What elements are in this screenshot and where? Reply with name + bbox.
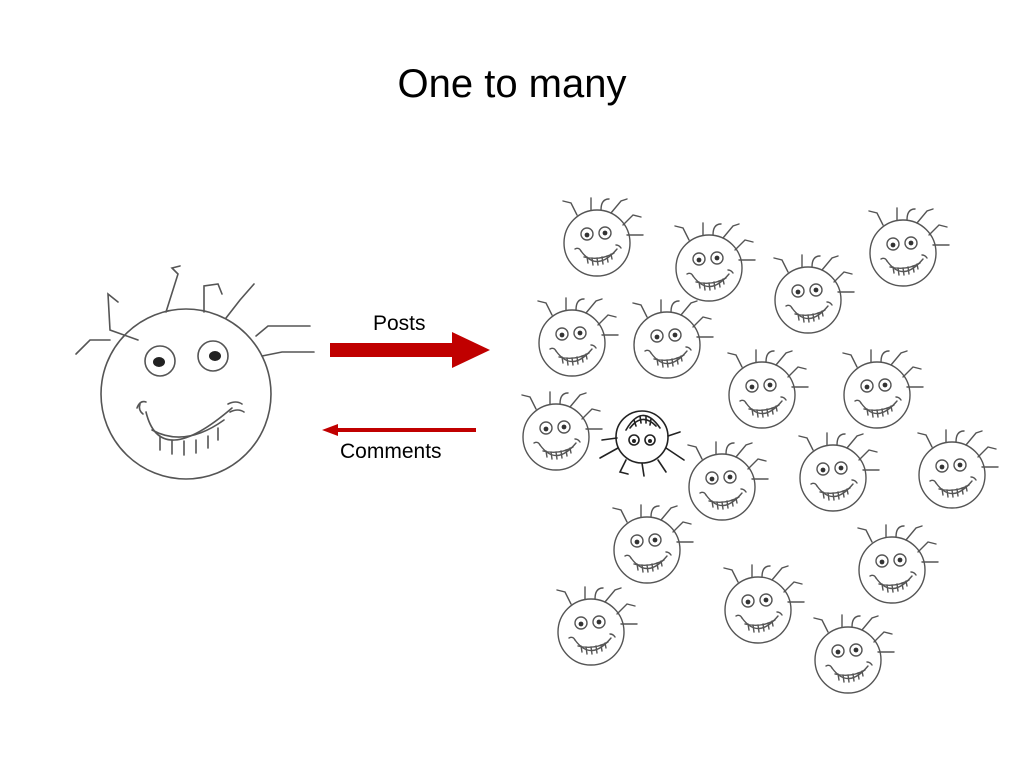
audience-face-icon-16 (556, 586, 638, 666)
posts-label: Posts (373, 312, 426, 335)
audience-face-icon-12 (917, 429, 999, 509)
comments-label: Comments (340, 440, 442, 463)
audience-face-icon-2 (674, 222, 756, 302)
author-face-icon (75, 265, 315, 480)
audience-face-icon-10 (687, 441, 769, 521)
comments-arrow (322, 424, 476, 436)
audience-face-icon-6 (632, 299, 714, 379)
audience-face-icon-13 (612, 504, 694, 584)
audience-face-icon-3 (773, 254, 855, 334)
audience-face-icon-17 (813, 614, 895, 694)
audience-face-icon-7 (727, 349, 809, 429)
posts-arrow (330, 332, 490, 368)
slide-title: One to many (397, 62, 627, 106)
audience-face-icon-4 (868, 207, 950, 287)
audience-face-icon-8 (842, 349, 924, 429)
audience-face-icon-9 (521, 391, 603, 471)
audience-face-icon-5 (537, 297, 619, 377)
audience-group (521, 197, 999, 694)
commenter-bug-icon (599, 410, 685, 477)
audience-face-icon-1 (562, 197, 644, 277)
audience-face-icon-14 (857, 524, 939, 604)
audience-face-icon-11 (798, 432, 880, 512)
audience-face-icon-15 (723, 564, 805, 644)
